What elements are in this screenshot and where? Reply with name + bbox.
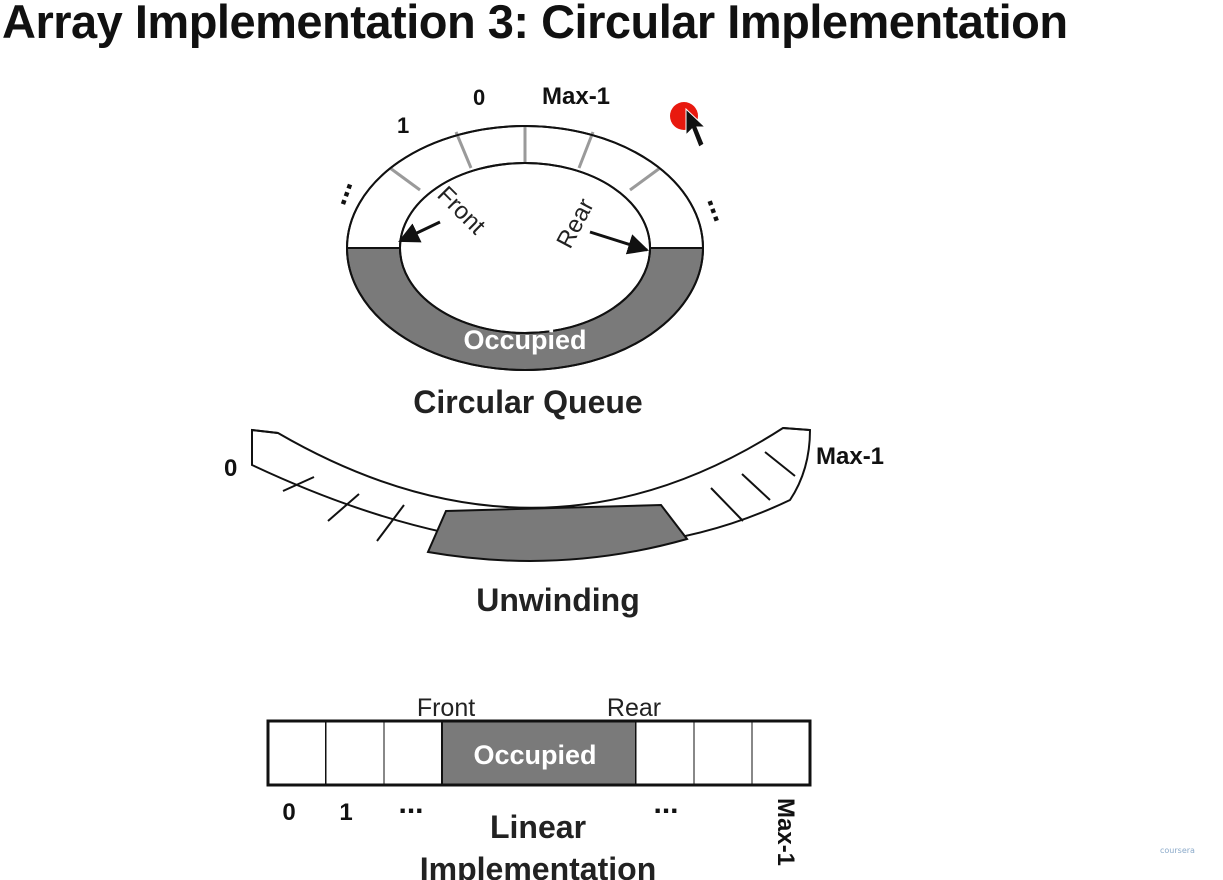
cq-rear-label: Rear: [551, 194, 599, 253]
laser-pointer: [670, 102, 707, 148]
lin-ellipsis-left: ...: [398, 787, 423, 820]
cq-caption: Circular Queue: [413, 384, 642, 420]
cq-occupied-label: Occupied: [463, 325, 586, 355]
lin-index-max: Max-1: [772, 798, 799, 866]
cursor-arrow-icon: [685, 107, 707, 148]
cq-index-zero: 0: [473, 85, 485, 110]
cq-index-max: Max-1: [542, 83, 610, 110]
watermark: coursera: [1160, 846, 1195, 855]
lin-cell-max: [751, 720, 811, 786]
lin-cell-after-1: [635, 720, 695, 786]
lin-index-one: 1: [339, 799, 352, 826]
lin-rear-label: Rear: [607, 694, 661, 722]
lin-array-outline: [266, 719, 812, 787]
unw-index-zero: 0: [224, 455, 237, 482]
cq-rear-arrow: [589, 230, 650, 255]
linear-caption-line2: Implementation: [420, 851, 656, 880]
unwinding-caption: Unwinding: [476, 582, 640, 618]
ring-cell-dividers: [389, 126, 661, 192]
cq-front-label: Front: [432, 181, 491, 240]
cq-front-arrow: [398, 220, 441, 243]
unwinding-occupied-region: [426, 503, 689, 562]
unw-index-max: Max-1: [816, 443, 884, 470]
unwinding-cell-dividers: [251, 427, 811, 542]
slide-title: Array Implementation 3: Circular Impleme…: [2, 0, 1068, 48]
lin-occupied-region: [441, 720, 637, 786]
lin-index-zero: 0: [282, 799, 295, 826]
unwinding-diagram: 0 Max-1 Unwinding: [224, 426, 884, 618]
lin-cell-0: [267, 720, 327, 786]
cq-index-one: 1: [397, 113, 409, 138]
ring-inner-edge: [399, 162, 651, 334]
lin-ellipsis-right: ...: [653, 787, 678, 820]
lin-cell-after-2: [693, 720, 753, 786]
lin-cell-1: [325, 720, 385, 786]
linear-array: Front Rear Occupied 0 1 ... ... Max-1 Li…: [266, 694, 812, 880]
lin-front-label: Front: [417, 694, 475, 722]
cq-ellipsis-right: ...: [700, 191, 740, 226]
circular-queue: 0 1 Max-1 ... ... Front Rear Occupied Ci…: [320, 83, 740, 420]
linear-caption-line1: Linear: [490, 809, 586, 845]
lin-occupied-label: Occupied: [473, 740, 596, 770]
cq-ellipsis-left: ...: [320, 174, 360, 209]
lin-cell-2: [383, 720, 443, 786]
